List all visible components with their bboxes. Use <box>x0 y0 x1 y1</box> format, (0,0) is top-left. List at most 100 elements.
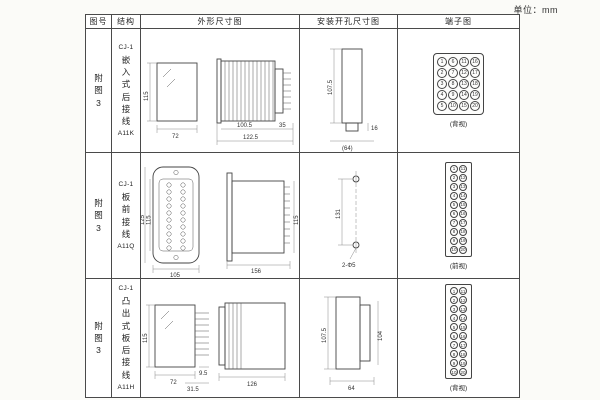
terminal-6: 6 <box>450 332 458 340</box>
svg-text:126: 126 <box>247 382 258 388</box>
terminal-17: 17 <box>470 68 480 78</box>
terminal-15: 15 <box>459 101 469 111</box>
terminal-caption: (背视) <box>449 385 468 392</box>
model-label: CJ-1 <box>118 43 134 51</box>
terminal-4: 4 <box>450 191 458 200</box>
terminal-8: 8 <box>450 227 458 236</box>
terminal-12: 12 <box>459 68 469 78</box>
header-outline-dims: 外形尺寸图 <box>141 15 300 29</box>
row2-mounting-cell: 131 2-Φ5 <box>300 153 398 279</box>
svg-text:2-Φ5: 2-Φ5 <box>342 263 356 269</box>
header-terminal-diagram: 端子图 <box>398 15 519 29</box>
svg-text:125: 125 <box>141 214 146 225</box>
terminal-13: 13 <box>459 182 467 191</box>
terminal-17: 17 <box>459 218 467 227</box>
terminal-5: 5 <box>450 200 458 209</box>
terminal-12: 12 <box>459 173 467 182</box>
svg-text:31.5: 31.5 <box>187 387 199 393</box>
svg-text:(64): (64) <box>342 146 353 152</box>
terminal-2: 2 <box>437 68 447 78</box>
terminal-8: 8 <box>448 79 458 89</box>
terminal-8: 8 <box>450 350 458 358</box>
terminal-16: 16 <box>470 57 480 67</box>
terminal-14: 14 <box>459 90 469 100</box>
terminal-15: 15 <box>459 200 467 209</box>
svg-text:156: 156 <box>251 269 262 275</box>
svg-text:105: 105 <box>170 273 181 279</box>
terminal-7: 7 <box>450 341 458 349</box>
terminal-17: 17 <box>459 341 467 349</box>
header-mounting-dims: 安装开孔尺寸图 <box>300 15 398 29</box>
terminal-20: 20 <box>459 245 467 254</box>
terminal-18: 18 <box>459 350 467 358</box>
terminal-7: 7 <box>450 218 458 227</box>
terminal-10: 10 <box>450 245 458 254</box>
row2-outline-cell: 125 115 105 156 115 <box>141 153 300 279</box>
mounting-drawing-a11q: 131 2-Φ5 <box>336 171 360 269</box>
outline-drawing-a11k: 115 72 100.5 35 122.5 <box>144 58 294 145</box>
svg-text:131: 131 <box>336 208 342 219</box>
row3-fig-no: 附图3 <box>86 279 112 397</box>
fig-label: 附图3 <box>94 198 103 233</box>
terminal-11: 11 <box>459 57 469 67</box>
code-label: A11H <box>117 384 135 392</box>
fig-label: 附图3 <box>94 73 103 108</box>
terminal-14: 14 <box>459 191 467 200</box>
row1-mounting-cell: 107.5 16 (64) <box>300 29 398 153</box>
row3-structure: CJ-1 凸出式板后接线 A11H <box>112 279 141 397</box>
model-label: CJ-1 <box>118 180 134 188</box>
svg-text:35: 35 <box>279 123 286 129</box>
terminal-19: 19 <box>459 236 467 245</box>
model-label: CJ-1 <box>118 284 134 292</box>
svg-text:107.5: 107.5 <box>328 79 334 95</box>
svg-text:115: 115 <box>147 215 153 225</box>
svg-text:64: 64 <box>348 386 355 392</box>
row2-fig-no: 附图3 <box>86 153 112 279</box>
terminal-11: 11 <box>459 164 467 173</box>
row2-structure: CJ-1 板前接线 A11Q <box>112 153 141 279</box>
row1-structure: CJ-1 嵌入式后接线 A11K <box>112 29 141 153</box>
terminal-12: 12 <box>459 296 467 304</box>
terminal-6: 6 <box>450 209 458 218</box>
terminal-3: 3 <box>450 182 458 191</box>
code-label: A11Q <box>117 243 135 251</box>
terminal-1: 1 <box>437 57 447 67</box>
terminal-10: 10 <box>450 368 458 376</box>
svg-text:16: 16 <box>371 126 378 132</box>
code-label: A11K <box>117 130 135 138</box>
header-structure: 结构 <box>112 15 141 29</box>
terminal-19: 19 <box>459 359 467 367</box>
svg-text:107.5: 107.5 <box>322 327 328 343</box>
terminal-caption: (前视) <box>449 262 468 270</box>
terminal-5: 5 <box>437 101 447 111</box>
terminal-3: 3 <box>437 79 447 89</box>
terminal-4: 4 <box>450 314 458 322</box>
svg-text:122.5: 122.5 <box>243 135 259 141</box>
svg-text:115: 115 <box>144 91 150 101</box>
terminal-3: 3 <box>450 305 458 313</box>
terminal-7: 7 <box>448 68 458 78</box>
terminal-2: 2 <box>450 173 458 182</box>
terminal-13: 13 <box>459 79 469 89</box>
svg-text:115: 115 <box>143 333 149 343</box>
terminal-11: 11 <box>459 287 467 295</box>
terminal-18: 18 <box>470 79 480 89</box>
svg-text:72: 72 <box>170 380 177 386</box>
row1-outline-cell: 115 72 100.5 35 122.5 <box>141 29 300 153</box>
unit-label: 单位：mm <box>513 5 558 15</box>
svg-text:104: 104 <box>378 330 384 341</box>
terminal-2: 2 <box>450 296 458 304</box>
outline-drawing-a11q: 125 115 105 156 115 <box>141 166 300 279</box>
terminal-10: 10 <box>448 101 458 111</box>
structure-name: 板前接线 <box>121 191 131 239</box>
terminal-1: 1 <box>450 287 458 295</box>
structure-name: 凸出式板后接线 <box>121 295 131 380</box>
row3-mounting-cell: 107.5 104 64 <box>300 279 398 397</box>
terminal-6: 6 <box>448 57 458 67</box>
terminal-4: 4 <box>437 90 447 100</box>
svg-text:115: 115 <box>294 215 300 225</box>
